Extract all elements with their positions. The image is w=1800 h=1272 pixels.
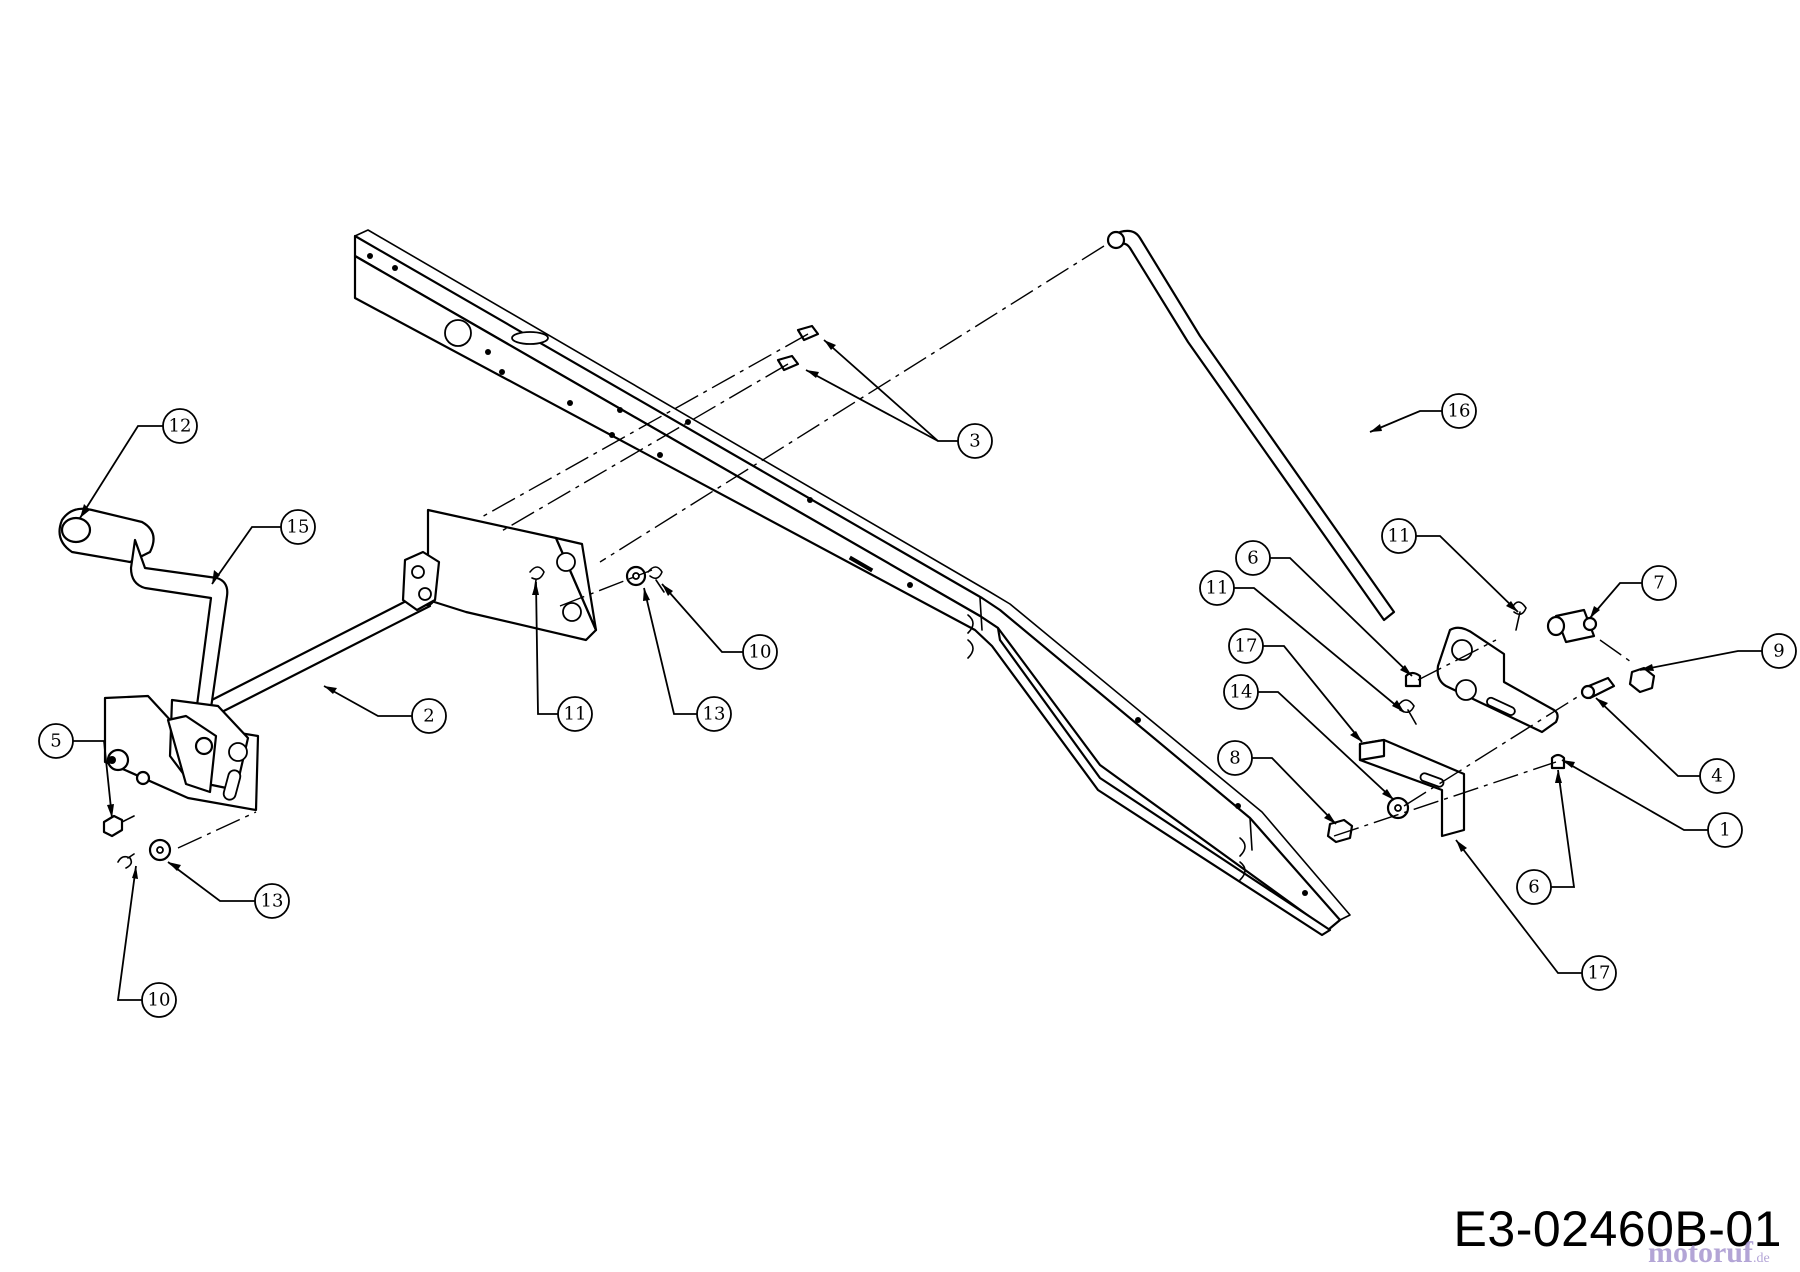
svg-text:11: 11 (1206, 578, 1229, 599)
svg-text:2: 2 (423, 706, 434, 727)
svg-text:11: 11 (564, 704, 587, 725)
callout-10-left: 10 (141, 982, 177, 1018)
svg-text:7: 7 (1653, 573, 1664, 594)
svg-text:13: 13 (703, 704, 726, 725)
callout-2: 2 (411, 698, 447, 734)
svg-text:10: 10 (148, 990, 171, 1011)
left-mount-plate (401, 508, 598, 642)
left-lift-bracket (103, 694, 260, 812)
callout-12: 12 (162, 408, 198, 444)
callout-7: 7 (1641, 565, 1677, 601)
svg-text:17: 17 (1588, 963, 1611, 984)
assembly-lines (177, 245, 1635, 849)
callout-13-mid: 13 (696, 696, 732, 732)
svg-text:11: 11 (1388, 526, 1411, 547)
callout-5: 5 (38, 723, 74, 759)
callout-bubbles: 12 15 2 5 13 10 11 13 10 3 16 11 7 6 11 … (38, 393, 1797, 1018)
watermark-brand: motoruf (1648, 1236, 1753, 1269)
callout-6-top: 6 (1235, 540, 1271, 576)
lift-link-rod (1106, 229, 1598, 644)
svg-text:16: 16 (1448, 401, 1471, 422)
callout-6-bottom: 6 (1516, 869, 1552, 905)
drawing-number: E3-02460B-01 (1453, 1201, 1782, 1257)
callout-11-left: 11 (557, 696, 593, 732)
callout-15: 15 (280, 509, 316, 545)
svg-text:15: 15 (287, 517, 310, 538)
callout-14: 14 (1223, 674, 1259, 710)
callout-17-bottom: 17 (1581, 955, 1617, 991)
svg-text:8: 8 (1229, 748, 1240, 769)
svg-text:13: 13 (261, 891, 284, 912)
svg-text:3: 3 (969, 431, 980, 452)
callout-leaders (73, 339, 1762, 1001)
callout-17-top: 17 (1228, 628, 1264, 664)
callout-11-top: 11 (1381, 518, 1417, 554)
callout-16: 16 (1441, 393, 1477, 429)
svg-text:17: 17 (1235, 636, 1258, 657)
callout-10-mid: 10 (742, 634, 778, 670)
watermark-logo: motoruf.de (1648, 1236, 1770, 1270)
callout-8: 8 (1217, 740, 1253, 776)
svg-text:12: 12 (169, 416, 192, 437)
svg-text:10: 10 (749, 642, 772, 663)
svg-text:6: 6 (1528, 877, 1539, 898)
svg-text:6: 6 (1247, 548, 1258, 569)
callout-4: 4 (1699, 758, 1735, 794)
svg-text:9: 9 (1773, 641, 1784, 662)
lift-handle (58, 507, 229, 738)
callout-3: 3 (957, 423, 993, 459)
svg-text:1: 1 (1719, 820, 1730, 841)
right-angle-bracket (1358, 738, 1466, 838)
callout-13-left: 13 (254, 883, 290, 919)
right-lift-plate (1436, 626, 1559, 734)
frame-rail (353, 229, 1351, 937)
svg-text:14: 14 (1230, 682, 1253, 703)
callout-11-right: 11 (1199, 570, 1235, 606)
svg-text:5: 5 (50, 731, 61, 752)
callout-9: 9 (1761, 633, 1797, 669)
callout-1: 1 (1707, 812, 1743, 848)
watermark-tld: .de (1752, 1251, 1770, 1266)
cross-shaft (198, 589, 436, 720)
svg-text:4: 4 (1711, 766, 1722, 787)
